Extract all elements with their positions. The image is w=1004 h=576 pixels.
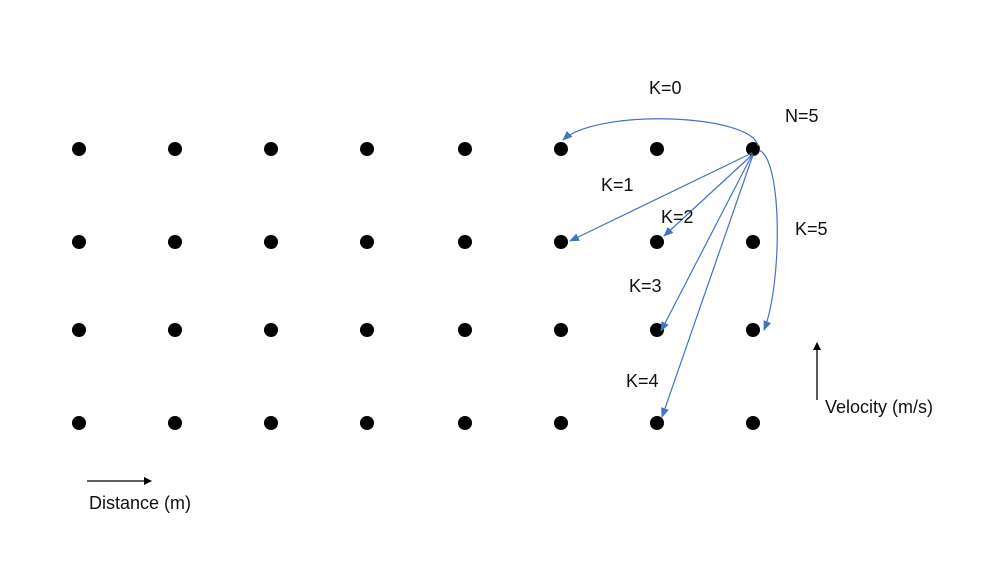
grid-node: [360, 416, 374, 430]
grid-node: [168, 416, 182, 430]
grid-nodes: [72, 142, 760, 430]
grid-node: [746, 235, 760, 249]
grid-node: [264, 323, 278, 337]
grid-node: [458, 142, 472, 156]
transition-arrow-k4: [661, 154, 754, 418]
grid-node: [264, 142, 278, 156]
source-node-label: N=5: [785, 106, 819, 126]
grid-node: [360, 323, 374, 337]
x-axis-label: Distance (m): [89, 493, 191, 513]
transition-arrow-k3: [660, 154, 753, 332]
grid-node: [650, 235, 664, 249]
grid-node: [360, 142, 374, 156]
transition-arrows: [562, 118, 778, 418]
source-node: [746, 142, 760, 156]
grid-node: [264, 235, 278, 249]
grid-node: [360, 235, 374, 249]
transition-label-k0: K=0: [649, 78, 682, 98]
transition-arrow-k2: [663, 153, 754, 237]
grid-node: [264, 416, 278, 430]
grid-node: [650, 416, 664, 430]
transition-label-k4: K=4: [626, 371, 659, 391]
grid-node: [72, 235, 86, 249]
y-axis-label: Velocity (m/s): [825, 397, 933, 417]
transition-arrow-k5: [758, 149, 778, 331]
transition-label-k3: K=3: [629, 276, 662, 296]
grid-node: [168, 323, 182, 337]
grid-node: [554, 142, 568, 156]
grid-node: [168, 235, 182, 249]
grid-node: [554, 235, 568, 249]
transition-arrow-k1: [569, 152, 753, 242]
transition-arrow-k0: [562, 118, 759, 147]
grid-node: [746, 323, 760, 337]
grid-node: [72, 416, 86, 430]
grid-node: [458, 416, 472, 430]
grid-node: [554, 416, 568, 430]
transition-label-k1: K=1: [601, 175, 634, 195]
grid-node: [168, 142, 182, 156]
grid-node: [554, 323, 568, 337]
transition-label-k2: K=2: [661, 207, 694, 227]
grid-node: [72, 142, 86, 156]
grid-node: [650, 142, 664, 156]
grid-node: [458, 235, 472, 249]
grid-node: [72, 323, 86, 337]
grid-node: [650, 323, 664, 337]
grid-node: [458, 323, 472, 337]
grid-node: [746, 416, 760, 430]
transition-label-k5: K=5: [795, 219, 828, 239]
